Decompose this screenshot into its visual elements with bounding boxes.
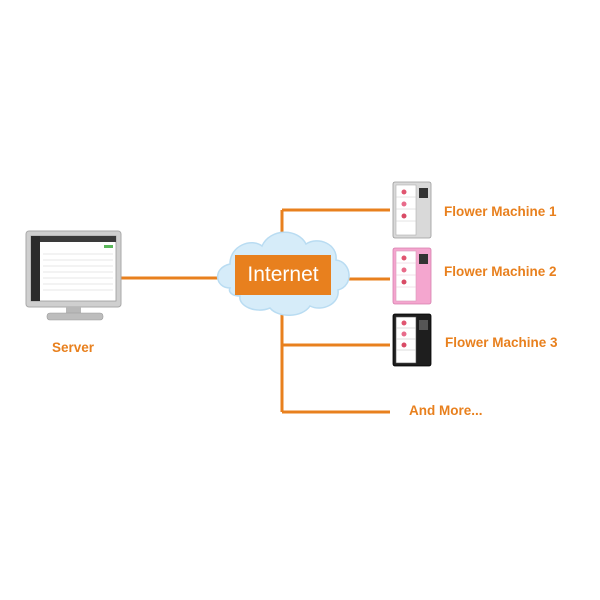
and-more-label: And More... — [409, 403, 483, 418]
internet-label: Internet — [247, 263, 319, 286]
internet-box-bg — [235, 255, 331, 295]
server-label: Server — [52, 340, 95, 355]
vending-machine-icon — [392, 247, 432, 305]
flower-machine-1-label: Flower Machine 1 — [444, 204, 557, 219]
monitor-icon — [25, 230, 122, 321]
vending-machine-icon — [392, 313, 432, 367]
vending-machine-icon — [392, 181, 432, 239]
connector-lines — [121, 208, 390, 414]
flower-machine-2-label: Flower Machine 2 — [444, 264, 557, 279]
flower-machine-3-label: Flower Machine 3 — [445, 335, 558, 350]
